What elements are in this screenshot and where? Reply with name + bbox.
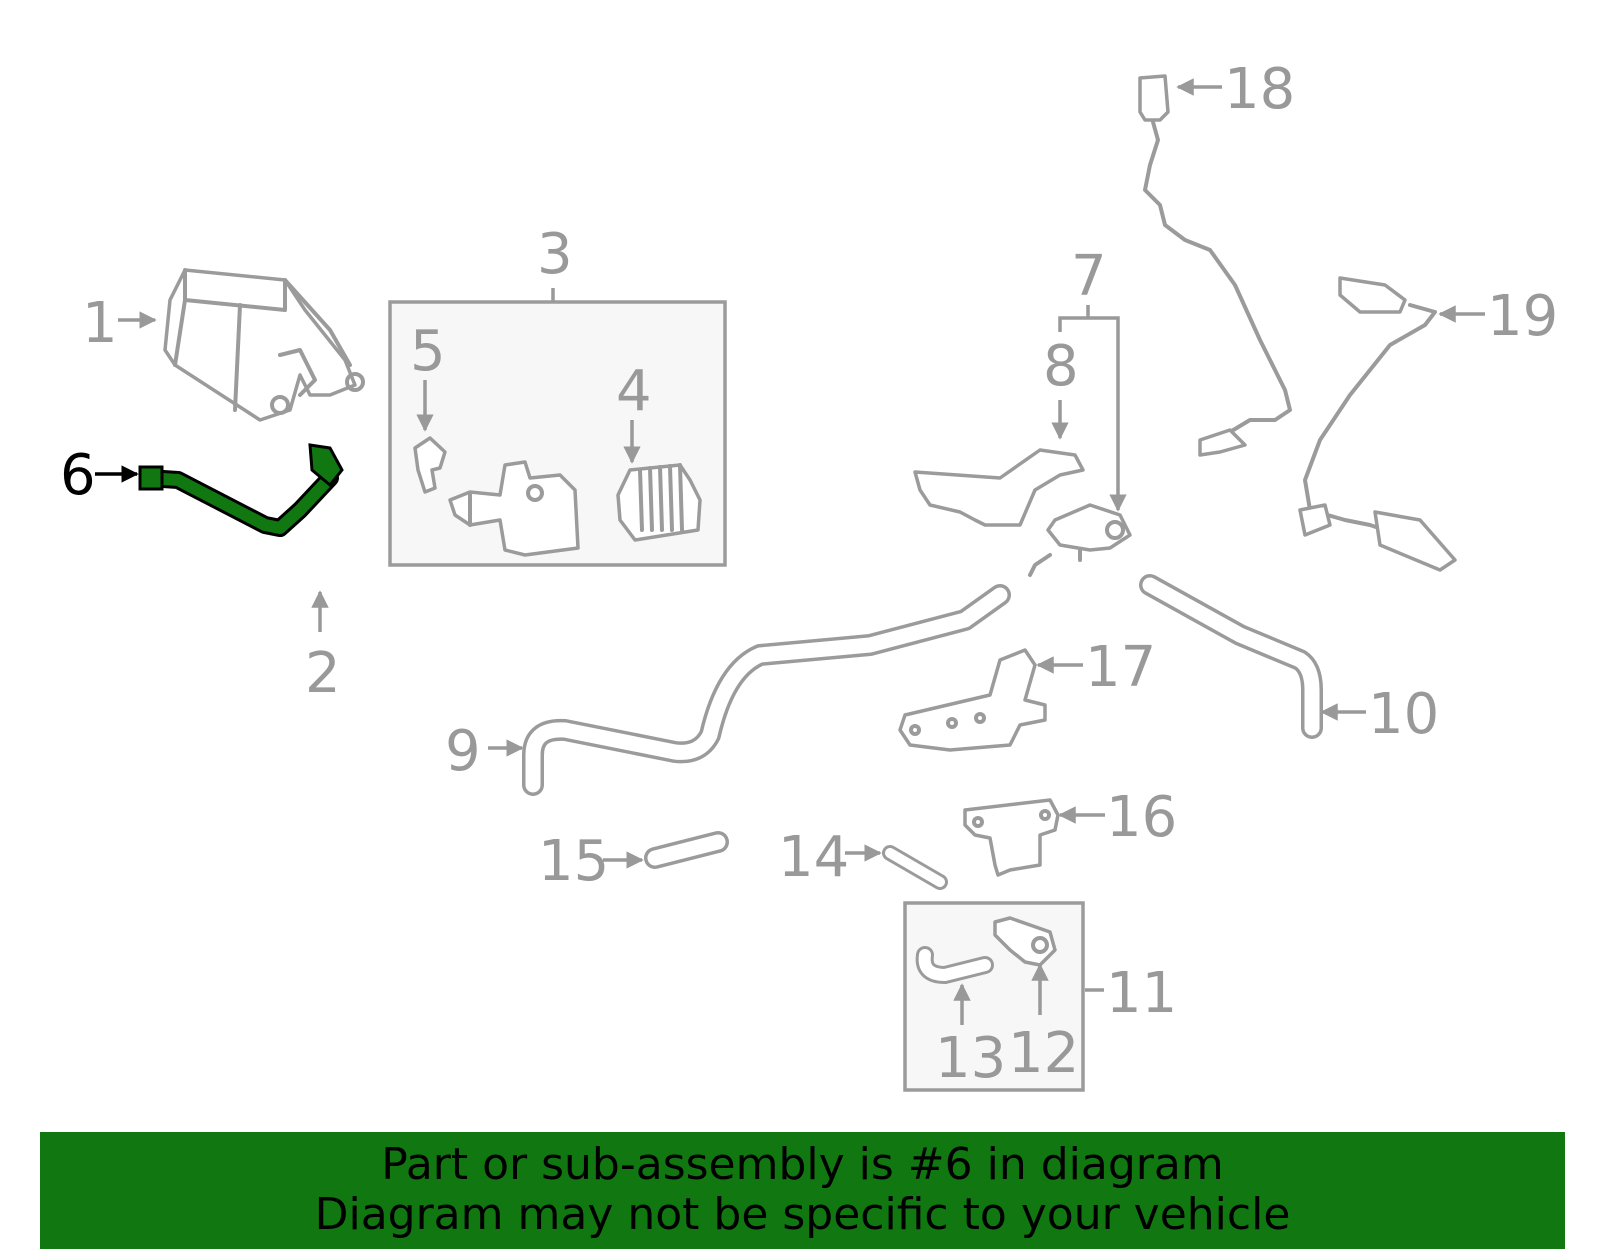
part-16-mount[interactable]: [963, 798, 1060, 877]
banner-line-1: Part or sub-assembly is #6 in diagram: [381, 1139, 1224, 1190]
callout-3[interactable]: 3: [537, 222, 573, 287]
part-18-oxygen-sensor[interactable]: [1138, 74, 1292, 457]
part-4-module[interactable]: [616, 463, 702, 542]
callout-6[interactable]: 6: [60, 443, 96, 508]
callout-12[interactable]: 12: [1008, 1021, 1079, 1086]
callout-10[interactable]: 10: [1368, 682, 1439, 747]
part-17-bracket[interactable]: [898, 648, 1047, 752]
callout-2[interactable]: 2: [305, 641, 341, 706]
callout-5[interactable]: 5: [410, 319, 446, 384]
part-7-valve[interactable]: [1028, 503, 1132, 577]
callout-7[interactable]: 7: [1071, 244, 1107, 309]
callout-9[interactable]: 9: [445, 719, 481, 784]
callout-8[interactable]: 8: [1043, 334, 1079, 399]
part-14-tube[interactable]: [882, 845, 948, 890]
callout-1[interactable]: 1: [82, 291, 118, 356]
part-19-oxygen-sensor[interactable]: [1298, 276, 1457, 572]
leader-lines: [95, 78, 1485, 1025]
part-6-hose-selected[interactable]: [138, 443, 344, 537]
callout-15[interactable]: 15: [538, 829, 609, 894]
part-15-tube[interactable]: [644, 831, 729, 869]
banner-line-2: Diagram may not be specific to your vehi…: [314, 1189, 1291, 1240]
callout-13[interactable]: 13: [935, 1026, 1006, 1091]
part-2-hose[interactable]: [316, 525, 356, 589]
part-5-sensor[interactable]: [413, 436, 447, 494]
part-8-bracket[interactable]: [913, 448, 1085, 527]
callout-19[interactable]: 19: [1487, 284, 1558, 349]
callout-11[interactable]: 11: [1106, 961, 1177, 1026]
callout-14[interactable]: 14: [778, 825, 849, 890]
part-9-hose[interactable]: [522, 584, 1011, 796]
part-1-canister[interactable]: [163, 268, 365, 422]
callout-17[interactable]: 17: [1085, 635, 1156, 700]
part-12-valve[interactable]: [993, 916, 1057, 967]
callout-16[interactable]: 16: [1106, 785, 1177, 850]
callout-18[interactable]: 18: [1224, 57, 1295, 122]
part-3-valve-assembly[interactable]: [448, 460, 580, 557]
part-10-hose[interactable]: [1139, 574, 1323, 739]
info-banner: Part or sub-assembly is #6 in diagram Di…: [40, 1132, 1565, 1249]
callout-4[interactable]: 4: [616, 359, 652, 424]
part-13-hose[interactable]: [915, 946, 994, 985]
